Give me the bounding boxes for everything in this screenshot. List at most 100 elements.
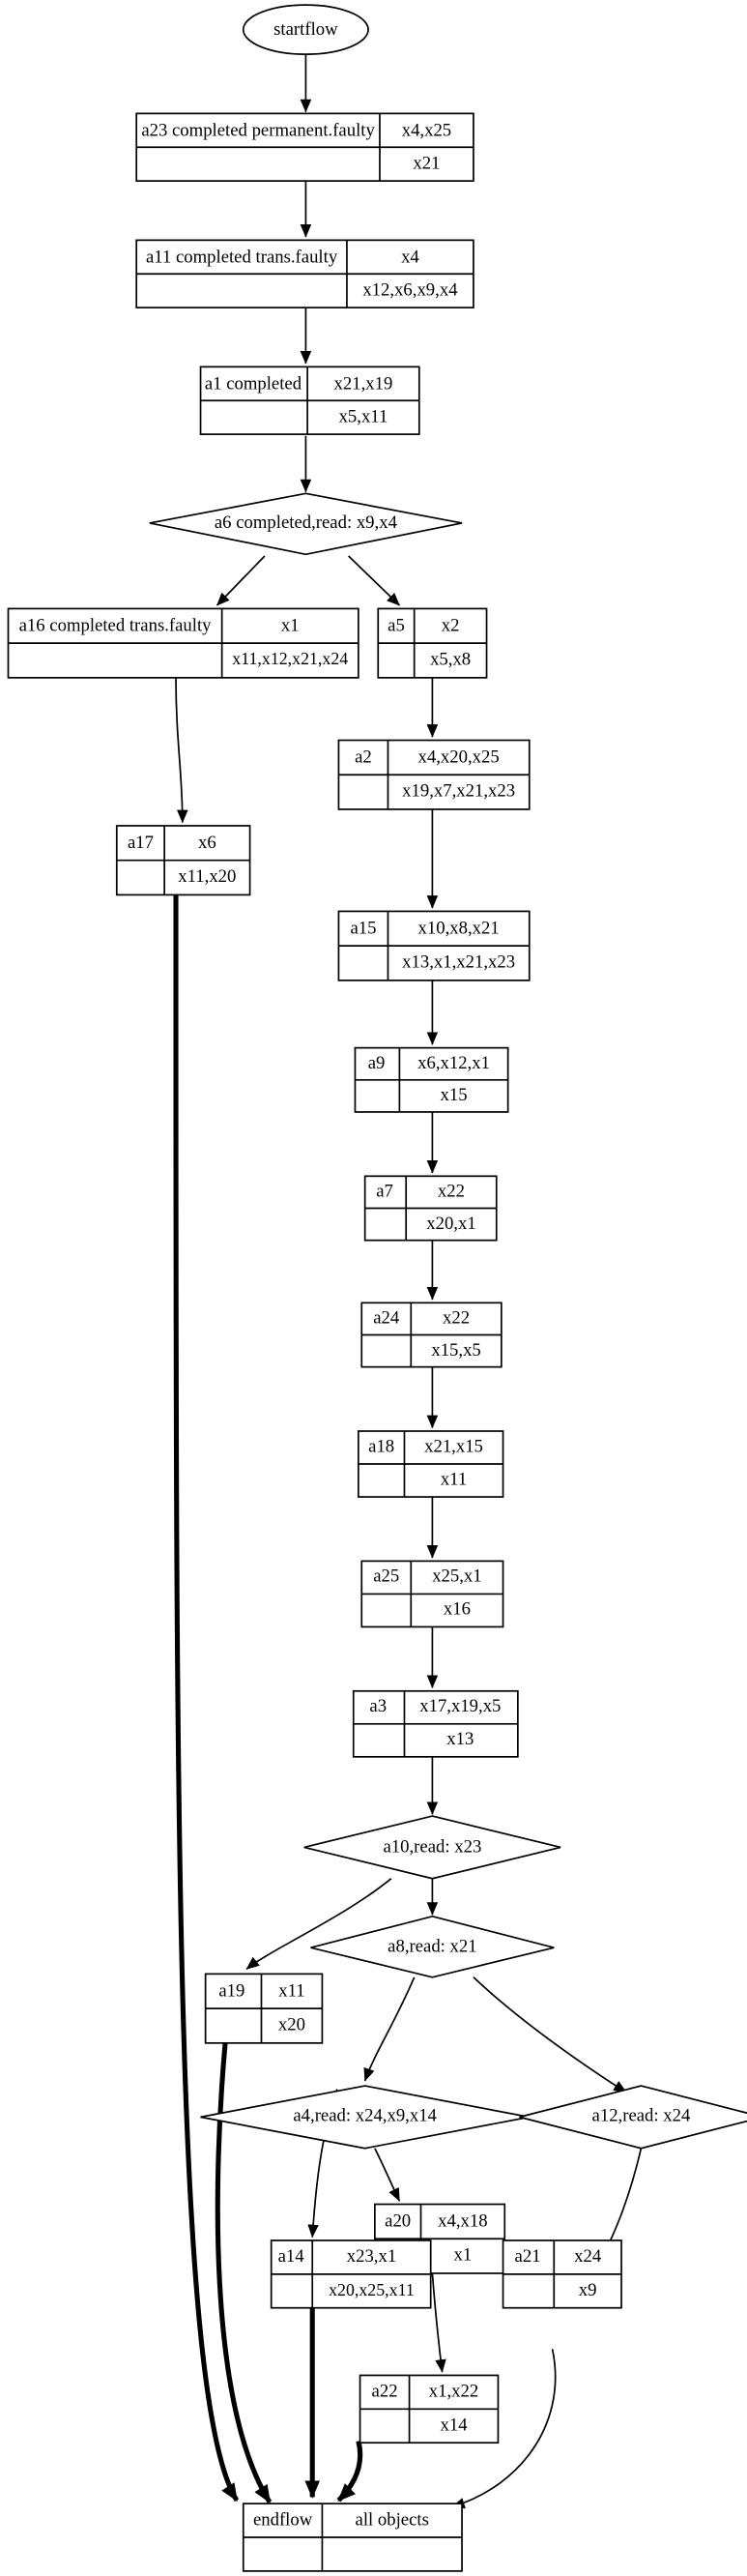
a8-label: a8,read: x21	[388, 1936, 476, 1956]
a25-name: a25	[373, 1566, 399, 1587]
a22-top-right: x1,x22	[429, 2382, 478, 2402]
edge-a10-a19	[245, 1878, 392, 1970]
node-a20[interactable]: a20 x4,x18 x1	[374, 2203, 506, 2274]
a18-bottom-right: x11	[441, 1469, 467, 1489]
edge-a6-a16	[215, 555, 266, 606]
a20-name: a20	[385, 2211, 411, 2232]
a3-name: a3	[369, 1696, 387, 1716]
edge-a16-a17	[175, 677, 188, 824]
node-a18[interactable]: a18 x21,x15 x11	[357, 1430, 504, 1498]
edge-a20-a22	[431, 2272, 446, 2373]
node-a7[interactable]: a7 x22 x20,x1	[363, 1175, 498, 1242]
a1-top-right: x21,x19	[334, 373, 393, 394]
a5-top-right: x2	[442, 615, 460, 635]
a9-top-right: x6,x12,x1	[417, 1053, 490, 1073]
edge-a8-a4	[363, 1976, 416, 2082]
a18-name: a18	[368, 1436, 394, 1456]
node-a21[interactable]: a21 x24 x9	[502, 2239, 622, 2309]
a12-label: a12,read: x24	[592, 2106, 691, 2126]
a19-name: a19	[218, 1980, 244, 2001]
node-a16[interactable]: a16 completed trans.faulty x1 x11,x12,x2…	[7, 607, 359, 679]
node-a11[interactable]: a11 completed trans.faulty x4 x12,x6,x9,…	[135, 239, 474, 308]
node-a4[interactable]: a4,read: x24,x9,x14	[200, 2085, 530, 2150]
edge-a19-endflow	[215, 2042, 273, 2503]
a23-name: a23 completed permanent.faulty	[141, 120, 375, 140]
a16-name: a16 completed trans.faulty	[19, 615, 213, 635]
endflow-top-right: all objects	[356, 2509, 429, 2530]
node-a8[interactable]: a8,read: x21	[310, 1915, 555, 1978]
a9-bottom-right: x15	[440, 1085, 467, 1105]
a15-bottom-right: x13,x1,x21,x23	[402, 951, 515, 972]
a24-top-right: x22	[443, 1308, 470, 1329]
a17-name: a17	[128, 833, 154, 853]
edge-a22-endflow	[336, 2440, 363, 2503]
node-a3[interactable]: a3 x17,x19,x5 x13	[352, 1689, 519, 1758]
node-a9[interactable]: a9 x6,x12,x1 x15	[354, 1046, 509, 1113]
a3-top-right: x17,x19,x5	[419, 1696, 501, 1716]
node-a1[interactable]: a1 completed x21,x19 x5,x11	[199, 366, 420, 435]
a23-top-right: x4,x25	[402, 120, 451, 140]
node-a17[interactable]: a17 x6 x11,x20	[115, 825, 251, 896]
a20-bottom-right: x1	[454, 2244, 473, 2265]
a11-bottom-right: x12,x6,x9,x4	[362, 279, 458, 300]
a18-top-right: x21,x15	[424, 1436, 483, 1456]
node-a24[interactable]: a24 x22 x15,x5	[360, 1302, 503, 1368]
a16-bottom-right: x11,x12,x21,x24	[232, 649, 348, 668]
a7-top-right: x22	[438, 1182, 465, 1202]
edge-a21-endflow	[451, 2349, 557, 2509]
endflow-name: endflow	[253, 2509, 313, 2530]
a2-bottom-right: x19,x7,x21,x23	[402, 780, 515, 801]
edge-a4-a20	[374, 2148, 401, 2202]
a10-label: a10,read: x23	[384, 1837, 482, 1858]
a19-top-right: x11	[278, 1980, 304, 2001]
edge-a6-a5	[348, 555, 400, 606]
a3-bottom-right: x13	[446, 1729, 474, 1749]
startflow-label: startflow	[273, 19, 338, 40]
node-a15[interactable]: a15 x10,x8,x21 x13,x1,x21,x23	[337, 910, 531, 981]
a21-name: a21	[515, 2246, 541, 2267]
edge-a8-a12	[473, 1976, 627, 2093]
a11-top-right: x4	[401, 247, 419, 267]
a1-bottom-right: x5,x11	[339, 406, 388, 426]
a4-label: a4,read: x24,x9,x14	[293, 2106, 437, 2126]
a2-name: a2	[355, 747, 372, 768]
node-startflow[interactable]: startflow	[242, 4, 369, 55]
a19-bottom-right: x20	[278, 2014, 305, 2034]
a2-top-right: x4,x20,x25	[418, 747, 500, 768]
a14-top-right: x23,x1	[347, 2246, 396, 2267]
a5-name: a5	[388, 615, 405, 635]
node-a22[interactable]: a22 x1,x22 x14	[359, 2374, 500, 2444]
node-endflow[interactable]: endflow all objects	[242, 2503, 463, 2572]
node-a25[interactable]: a25 x25,x1 x16	[360, 1560, 504, 1628]
a24-bottom-right: x15,x5	[431, 1340, 480, 1361]
a20-top-right: x4,x18	[438, 2211, 487, 2232]
a21-bottom-right: x9	[579, 2280, 597, 2300]
a17-bottom-right: x11,x20	[178, 866, 236, 887]
node-a23[interactable]: a23 completed permanent.faulty x4,x25 x2…	[135, 112, 474, 182]
edge-layer	[173, 52, 643, 2509]
node-a2[interactable]: a2 x4,x20,x25 x19,x7,x21,x23	[337, 739, 531, 810]
a21-top-right: x24	[574, 2246, 602, 2267]
node-a6[interactable]: a6 completed,read: x9,x4	[149, 492, 463, 556]
a5-bottom-right: x5,x8	[430, 649, 471, 669]
node-a10[interactable]: a10,read: x23	[303, 1815, 561, 1880]
a25-bottom-right: x16	[444, 1599, 471, 1620]
a23-bottom-right: x21	[413, 153, 440, 173]
node-a19[interactable]: a19 x11 x20	[204, 1973, 324, 2044]
node-a5[interactable]: a5 x2 x5,x8	[377, 607, 488, 679]
a6-label: a6 completed,read: x9,x4	[215, 512, 398, 533]
a22-name: a22	[372, 2382, 398, 2402]
a14-name: a14	[278, 2246, 305, 2267]
a22-bottom-right: x14	[440, 2415, 468, 2435]
a25-top-right: x25,x1	[432, 1566, 481, 1587]
a15-name: a15	[350, 918, 376, 938]
node-a14[interactable]: a14 x23,x1 x20,x25,x11	[270, 2239, 432, 2309]
a17-top-right: x6	[198, 833, 216, 853]
a11-name: a11 completed trans.faulty	[146, 247, 338, 267]
a1-name: a1 completed	[205, 373, 302, 394]
node-a12[interactable]: a12,read: x24	[519, 2085, 747, 2150]
a15-top-right: x10,x8,x21	[418, 918, 500, 938]
a14-bottom-right: x20,x25,x11	[329, 2280, 415, 2299]
a7-name: a7	[376, 1182, 393, 1202]
